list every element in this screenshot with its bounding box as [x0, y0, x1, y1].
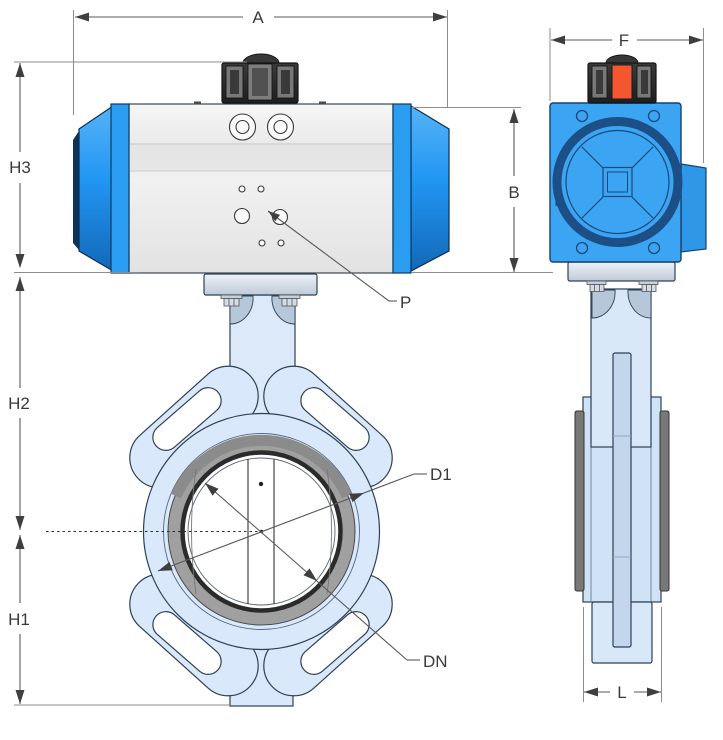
actuator-front: [73, 53, 450, 274]
left-end-cap: [78, 104, 114, 273]
shaft: [612, 352, 632, 648]
actuator-ring: [552, 117, 683, 247]
side-view: [549, 54, 707, 664]
side-tab: [680, 163, 707, 253]
orange-position-indicator: [611, 64, 633, 100]
mounting-flange: [203, 273, 318, 296]
dimensions: A F H3 H2 H1 B L: [8, 8, 704, 706]
dim-label-a: A: [252, 8, 264, 27]
left-cap-edge: [73, 131, 79, 250]
arm-slots: [152, 387, 370, 675]
right-end-cap: [410, 104, 450, 272]
dim-label-h2: H2: [8, 394, 30, 413]
dim-label-p: P: [400, 293, 411, 312]
seat-inner-line: [187, 457, 336, 606]
hub-pin: [258, 481, 264, 487]
dim-label-b: B: [508, 183, 519, 202]
right-blue-band: [392, 103, 412, 274]
cap-dome: [242, 53, 280, 64]
dim-label-h3: H3: [9, 158, 31, 177]
dim-label-d1: D1: [430, 465, 452, 484]
front-view: [73, 53, 450, 707]
indicator-cap-front: [221, 53, 299, 104]
actuator-face-details: [228, 113, 295, 247]
seat-band-right: [659, 410, 670, 592]
dim-label-dn: DN: [423, 652, 448, 671]
seat-band-left: [574, 410, 585, 592]
dim-label-f: F: [619, 31, 629, 50]
left-blue-band: [110, 103, 130, 274]
indicator-cap-side: [587, 54, 657, 104]
seat-shading: [170, 434, 353, 499]
disc-edge-right: [326, 468, 332, 595]
dim-label-h1: H1: [8, 610, 30, 629]
flange-bolts-front: [220, 294, 301, 307]
dim-label-l: L: [617, 683, 626, 702]
actuator-shading-band: [129, 144, 393, 171]
actuator-side: [549, 54, 707, 263]
flange-bolts-side: [586, 280, 659, 292]
side-mounting-flange: [567, 261, 676, 282]
